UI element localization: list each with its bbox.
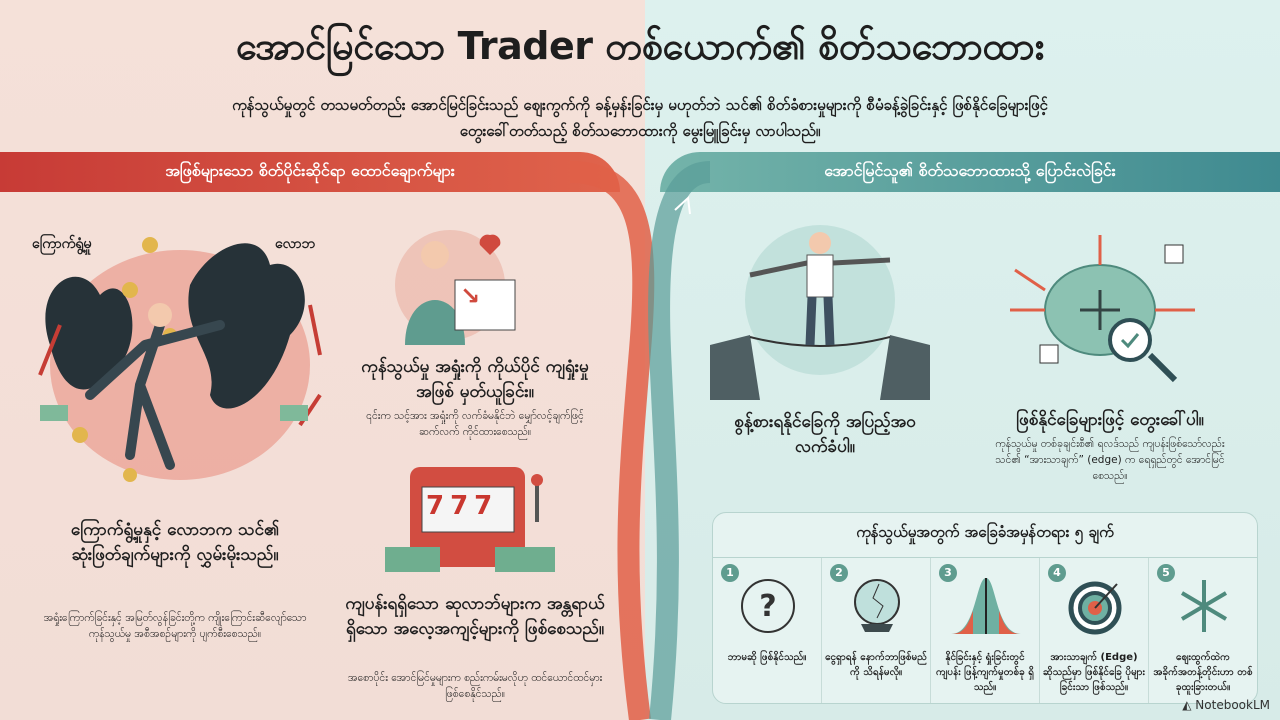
fear-greed-heading: ကြောက်ရွံ့မှုနှင့် လောဘက သင်၏ ဆုံးဖြတ်ချ… [70,520,280,565]
think-probabilities-body: ကုန်သွယ်မှု တစ်ခုချင်းစီ၏ ရလဒ်သည် ကျပန်း… [995,438,1225,482]
truth-item-5: 5 ဈေးထွက်ထဲက အခိုက်အတန့်တိုင်းဟာ တစ်ခုထူ… [1149,558,1257,703]
subtitle-line-1: ကုန်သွယ်မှုတွင် တသမတ်တည်း အောင်မြင်ခြင်း… [232,96,1048,114]
slot-machine-illustration [385,467,555,572]
truth-text: နိုင်ခြင်းနှင့် ရှုံးခြင်းတွင် ကျပန်း ဖြ… [936,652,1034,693]
greed-label: လောဘ [275,236,315,252]
random-reward-body: အစောပိုင်း အောင်မြင်မှုများက စည်းကမ်းမလိ… [347,672,603,700]
truth-number: 3 [939,564,957,582]
truth-text: ငွေရှာရန် နောက်ဘာဖြစ်မည်ကို သိရန်မလို။ [825,652,927,678]
truth-number: 1 [721,564,739,582]
personal-loss-heading: ကုန်သွယ်မှု အရှုံးကို ကိုယ်ပိုင် ကျရှုံး… [361,357,589,402]
fear-greed-body: အရှုံးကြောက်ခြင်းနှင့် အမြတ်လွန်ခြင်းတို… [43,612,307,640]
five-truths-title: ကုန်သွယ်မှုအတွက် အခြေခံအမှန်တရား ၅ ချက် [856,523,1114,541]
five-truths-panel: ကုန်သွယ်မှုအတွက် အခြေခံအမှန်တရား ၅ ချက် … [712,512,1258,704]
pitfalls-banner-label: အဖြစ်များသော စိတ်ပိုင်းဆိုင်ရာ ထောင်ချော… [165,161,455,180]
fear-greed-illustration [38,237,322,482]
mindset-banner: အောင်မြင်သူ၏ စိတ်သဘောထားသို့ ပြောင်းလဲခြ… [660,152,1280,192]
brand-label: NotebookLM [1195,698,1270,712]
transition-curve-arrow-icon [569,161,712,720]
probabilistic-brain-illustration [1010,235,1195,383]
think-probabilities-heading: ဖြစ်နိုင်ခြေများဖြင့် တွေးခေါ်ပါ။ [1016,410,1204,430]
mindset-banner-label: အောင်မြင်သူ၏ စိတ်သဘောထားသို့ ပြောင်းလဲခြ… [824,161,1116,180]
random-reward-heading: ကျပန်းရရှိသော ဆုလာဘ်များက အန္တရာယ်ရှိသော… [345,594,605,639]
tightrope-illustration [710,225,930,400]
svg-text:?: ? [759,589,776,624]
target-icon [1068,581,1122,635]
pitfalls-banner: အဖြစ်များသော စိတ်ပိုင်းဆိုင်ရာ ထောင်ချော… [0,152,620,192]
truth-number: 5 [1157,564,1175,582]
truth-number: 4 [1048,564,1066,582]
notebooklm-brand: ◭ NotebookLM [1182,698,1270,712]
truth-text: ဘာမဆို ဖြစ်နိုင်သည်။ [727,652,807,663]
fear-label: ကြောက်ရွံ့မှု [32,236,92,252]
truth-item-2: 2 ငွေရှာရန် နောက်ဘာဖြစ်မည်ကို သိရန်မလို။ [822,558,931,703]
truth-number: 2 [830,564,848,582]
snowflake-icon [1180,580,1228,632]
down-chart-arrow: ↘ [460,282,481,310]
question-icon: ? [741,579,795,633]
subtitle: ကုန်သွယ်မှုတွင် တသမတ်တည်း အောင်မြင်ခြင်း… [100,92,1180,144]
personal-loss-illustration [395,230,516,345]
personal-loss-body: ၎င်းက သင့်အား အရှုံးကို လက်ခံမနိုင်ဘဲ မျ… [366,410,584,438]
slot-777: 777 [426,491,499,521]
truth-item-3: 3 နိုင်ခြင်းနှင့် ရှုံးခြင်းတွင် ကျပန်း … [931,558,1040,703]
truth-item-1: 1 ? ဘာမဆို ဖြစ်နိုင်သည်။ [713,558,822,703]
truth-text: ဈေးထွက်ထဲက အခိုက်အတန့်တိုင်းဟာ တစ်ခုထူးခ… [1153,652,1253,693]
accept-risk-heading: စွန့်စားရနိုင်ခြေကို အပြည့်အဝ လက်ခံပါ။ [734,412,916,457]
bell-curve-icon [951,578,1021,634]
truth-text: အားသာချက် (Edge) ဆိုသည်မှာ ဖြစ်နိုင်ခြေ … [1042,652,1146,693]
truth-item-4: 4 အားသာချက် (Edge) ဆိုသည်မှာ ဖြစ်နိုင်ခြ… [1040,558,1149,703]
subtitle-line-2: တွေးခေါ်တတ်သည့် စိတ်သဘောထားကို မွေးမြူခြ… [459,122,821,140]
crystal-ball-icon [854,579,900,632]
page-title: အောင်မြင်သော Trader တစ်ယောက်၏ စိတ်သဘောထာ… [236,24,1044,68]
